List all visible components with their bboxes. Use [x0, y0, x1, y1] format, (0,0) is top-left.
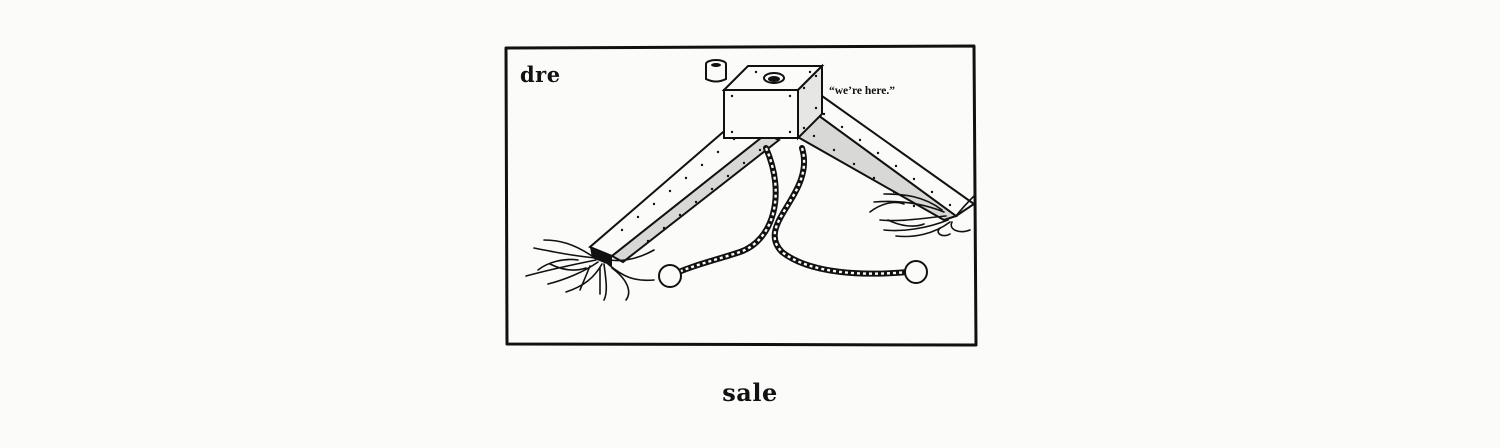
right-roots [869, 193, 975, 238]
caption: sale [722, 378, 778, 407]
cylinder-icon [705, 59, 727, 83]
panel-illustration [504, 44, 978, 347]
panel-border [504, 44, 978, 347]
panel-label: dre [520, 62, 561, 87]
left-ball [658, 264, 682, 288]
center-box [721, 63, 825, 141]
speech-text: “we’re here.” [829, 85, 895, 97]
left-roots [525, 239, 655, 301]
right-ball [904, 260, 928, 284]
comic-panel: dre “we’re here.” [504, 44, 978, 347]
